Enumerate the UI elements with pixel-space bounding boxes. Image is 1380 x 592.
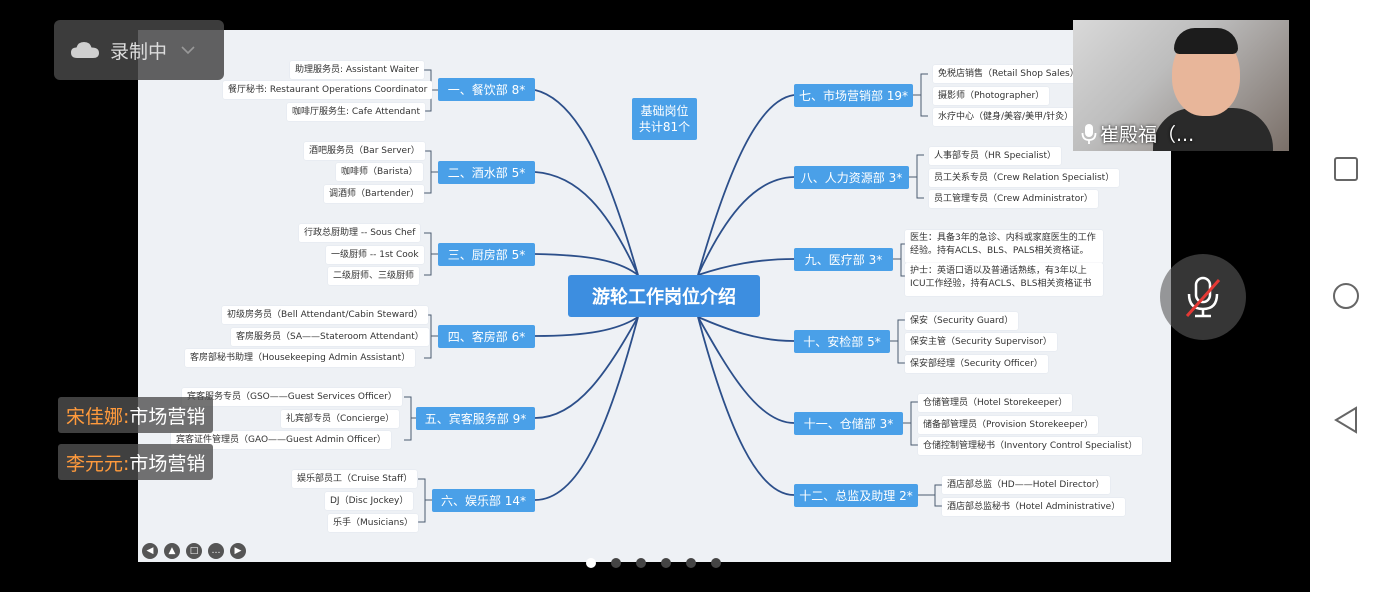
dept-2-item-1: 酒吧服务员（Bar Server） bbox=[304, 142, 425, 160]
dept-6-item-3: 乐手（Musicians） bbox=[328, 514, 419, 532]
dept-8-item-3: 员工管理专员（Crew Administrator） bbox=[929, 190, 1098, 208]
page-dot[interactable] bbox=[636, 558, 646, 568]
chat-caption: 宋佳娜: 市场营销 bbox=[58, 397, 214, 433]
recording-label: 录制中 bbox=[110, 40, 168, 63]
recents-button[interactable] bbox=[1331, 154, 1361, 184]
microphone-icon bbox=[1081, 123, 1097, 144]
dept-7-item-1: 免税店销售（Retail Shop Sales） bbox=[933, 65, 1084, 83]
chevron-down-icon bbox=[181, 46, 195, 55]
dept-guest-services: 五、宾客服务部 9* bbox=[416, 407, 535, 430]
page-dot[interactable] bbox=[586, 558, 596, 568]
dept-5-item-2: 礼宾部专员（Concierge） bbox=[281, 410, 400, 428]
dept-9-item-1: 医生：具备3年的急诊、内科或家庭医生的工作经验。持有ACLS、BLS、PALS相… bbox=[905, 230, 1103, 263]
page-dot[interactable] bbox=[686, 558, 696, 568]
dept-directors: 十二、总监及助理 2* bbox=[794, 484, 918, 507]
dept-housekeeping: 四、客房部 6* bbox=[438, 325, 535, 348]
dept-entertainment: 六、娱乐部 14* bbox=[432, 489, 535, 512]
page-dot[interactable] bbox=[661, 558, 671, 568]
caption-author: 李元元: bbox=[66, 452, 130, 475]
dept-11-item-1: 仓储管理员（Hotel Storekeeper） bbox=[918, 394, 1073, 412]
dept-9-item-2: 护士：英语口语以及普通话熟练，有3年以上ICU工作经验，持有ACLS、BLS相关… bbox=[905, 263, 1103, 296]
caption-text: 市场营销 bbox=[129, 452, 206, 475]
dept-10-item-1: 保安（Security Guard） bbox=[905, 312, 1019, 330]
mic-muted-icon bbox=[1185, 276, 1221, 318]
summary-line2: 共计81个 bbox=[638, 120, 691, 134]
dept-4-item-3: 客房部秘书助理（Housekeeping Admin Assistant） bbox=[185, 349, 416, 367]
back-button[interactable] bbox=[1331, 405, 1361, 435]
participant-video[interactable]: 崔殿福（... bbox=[1073, 20, 1289, 151]
prev-slide-icon[interactable]: ◀ bbox=[142, 543, 158, 559]
dept-10-item-3: 保安部经理（Security Officer） bbox=[905, 355, 1048, 373]
chat-caption: 李元元: 市场营销 bbox=[58, 444, 214, 480]
dept-hr: 八、人力资源部 3* bbox=[794, 166, 909, 189]
dept-1-item-3: 咖啡厅服务生: Cafe Attendant bbox=[287, 103, 426, 121]
pen-icon[interactable]: ▲ bbox=[164, 543, 180, 559]
dept-3-item-2: 一级厨师 -- 1st Cook bbox=[326, 246, 424, 264]
next-slide-icon[interactable]: ▶ bbox=[230, 543, 246, 559]
dept-12-item-1: 酒店部总监（HD——Hotel Director） bbox=[942, 476, 1110, 494]
dept-11-item-2: 储备部管理员（Provision Storekeeper） bbox=[918, 416, 1099, 434]
dept-food-beverage: 一、餐饮部 8* bbox=[438, 78, 535, 101]
dept-6-item-2: DJ（Disc Jockey） bbox=[325, 492, 414, 510]
dept-2-item-2: 咖啡师（Barista） bbox=[336, 163, 423, 181]
page-dot[interactable] bbox=[611, 558, 621, 568]
dept-2-item-3: 调酒师（Bartender） bbox=[324, 185, 425, 203]
dept-storage: 十一、仓储部 3* bbox=[794, 412, 903, 435]
page-indicator bbox=[586, 558, 721, 568]
triangle-back-icon bbox=[1334, 406, 1357, 434]
dept-4-item-2: 客房服务员（SA——Stateroom Attendant） bbox=[231, 328, 429, 346]
cloud-icon bbox=[71, 42, 99, 58]
summary-line1: 基础岗位 bbox=[640, 104, 689, 118]
circle-icon bbox=[1333, 283, 1359, 309]
presentation-slide: 基础岗位 共计81个 游轮工作岗位介绍 一、餐饮部 8* 助理服务员: Assi… bbox=[138, 30, 1171, 562]
system-nav-bar bbox=[1310, 0, 1380, 592]
dept-5-item-1: 宾客服务专员（GSO——Guest Services Officer） bbox=[182, 388, 402, 406]
dept-3-item-3: 二级厨师、三级厨师 bbox=[328, 267, 420, 285]
participant-name: 崔殿福（... bbox=[1100, 124, 1195, 146]
square-icon bbox=[1334, 157, 1358, 181]
dept-medical: 九、医疗部 3* bbox=[794, 248, 893, 271]
mute-button[interactable] bbox=[1160, 254, 1246, 340]
mindmap-center-topic: 游轮工作岗位介绍 bbox=[568, 275, 760, 317]
dept-8-item-2: 员工关系专员（Crew Relation Specialist） bbox=[929, 169, 1120, 187]
dept-1-item-2: 餐厅秘书: Restaurant Operations Coordinator bbox=[223, 81, 433, 99]
dept-6-item-1: 娱乐部员工（Cruise Staff） bbox=[292, 470, 418, 488]
caption-author: 宋佳娜: bbox=[66, 405, 130, 428]
summary-box: 基础岗位 共计81个 bbox=[632, 98, 697, 140]
dept-kitchen: 三、厨房部 5* bbox=[438, 243, 535, 266]
dept-7-item-3: 水疗中心（健身/美容/美甲/针灸） bbox=[933, 108, 1079, 126]
dept-8-item-1: 人事部专员（HR Specialist） bbox=[929, 147, 1062, 165]
dept-11-item-3: 仓储控制管理秘书（Inventory Control Specialist） bbox=[918, 437, 1143, 455]
dept-security: 十、安检部 5* bbox=[794, 330, 890, 353]
dept-10-item-2: 保安主管（Security Supervisor） bbox=[905, 333, 1057, 351]
dept-3-item-1: 行政总厨助理 -- Sous Chef bbox=[299, 224, 421, 242]
dept-beverage: 二、酒水部 5* bbox=[438, 161, 535, 184]
dept-4-item-1: 初级房务员（Bell Attendant/Cabin Steward） bbox=[222, 306, 428, 324]
dept-marketing: 七、市场营销部 19* bbox=[794, 84, 913, 107]
dept-5-item-3: 宾客证件管理员（GAO——Guest Admin Officer） bbox=[171, 431, 391, 449]
page-dot[interactable] bbox=[711, 558, 721, 568]
caption-text: 市场营销 bbox=[129, 405, 206, 428]
dept-1-item-1: 助理服务员: Assistant Waiter bbox=[290, 61, 424, 79]
participant-hair bbox=[1174, 28, 1238, 54]
dept-7-item-2: 摄影师（Photographer） bbox=[933, 87, 1050, 105]
more-icon[interactable]: … bbox=[208, 543, 224, 559]
home-button[interactable] bbox=[1331, 281, 1361, 311]
slide-controls: ◀ ▲ □ … ▶ bbox=[142, 543, 258, 559]
recording-indicator[interactable]: 录制中 bbox=[54, 20, 224, 80]
participant-name-tag: 崔殿福（... bbox=[1081, 120, 1194, 147]
cc-icon[interactable]: □ bbox=[186, 543, 202, 559]
dept-12-item-2: 酒店部总监秘书（Hotel Administrative） bbox=[942, 498, 1126, 516]
